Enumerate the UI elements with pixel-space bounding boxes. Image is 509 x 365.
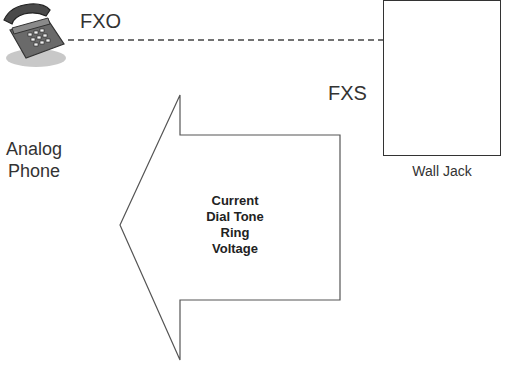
phone-keypad (28, 29, 50, 46)
port-label: FXS (328, 82, 367, 105)
phone-top (12, 18, 50, 34)
wall-jack-node: Wall Jack (383, 0, 501, 190)
wall-jack-box (383, 0, 501, 156)
phone-node: Analog Phone (0, 0, 68, 185)
arrow-outline (120, 95, 340, 360)
phone-line (68, 39, 383, 41)
device-label: Analog Phone (0, 138, 68, 182)
device-label: Wall Jack (383, 163, 501, 180)
arrow-text: Current Dial Tone Ring Voltage (200, 193, 270, 257)
arrow-node: Current Dial Tone Ring Voltage (118, 93, 344, 363)
phone-handset (4, 4, 50, 24)
port-label: FXO (80, 10, 121, 33)
